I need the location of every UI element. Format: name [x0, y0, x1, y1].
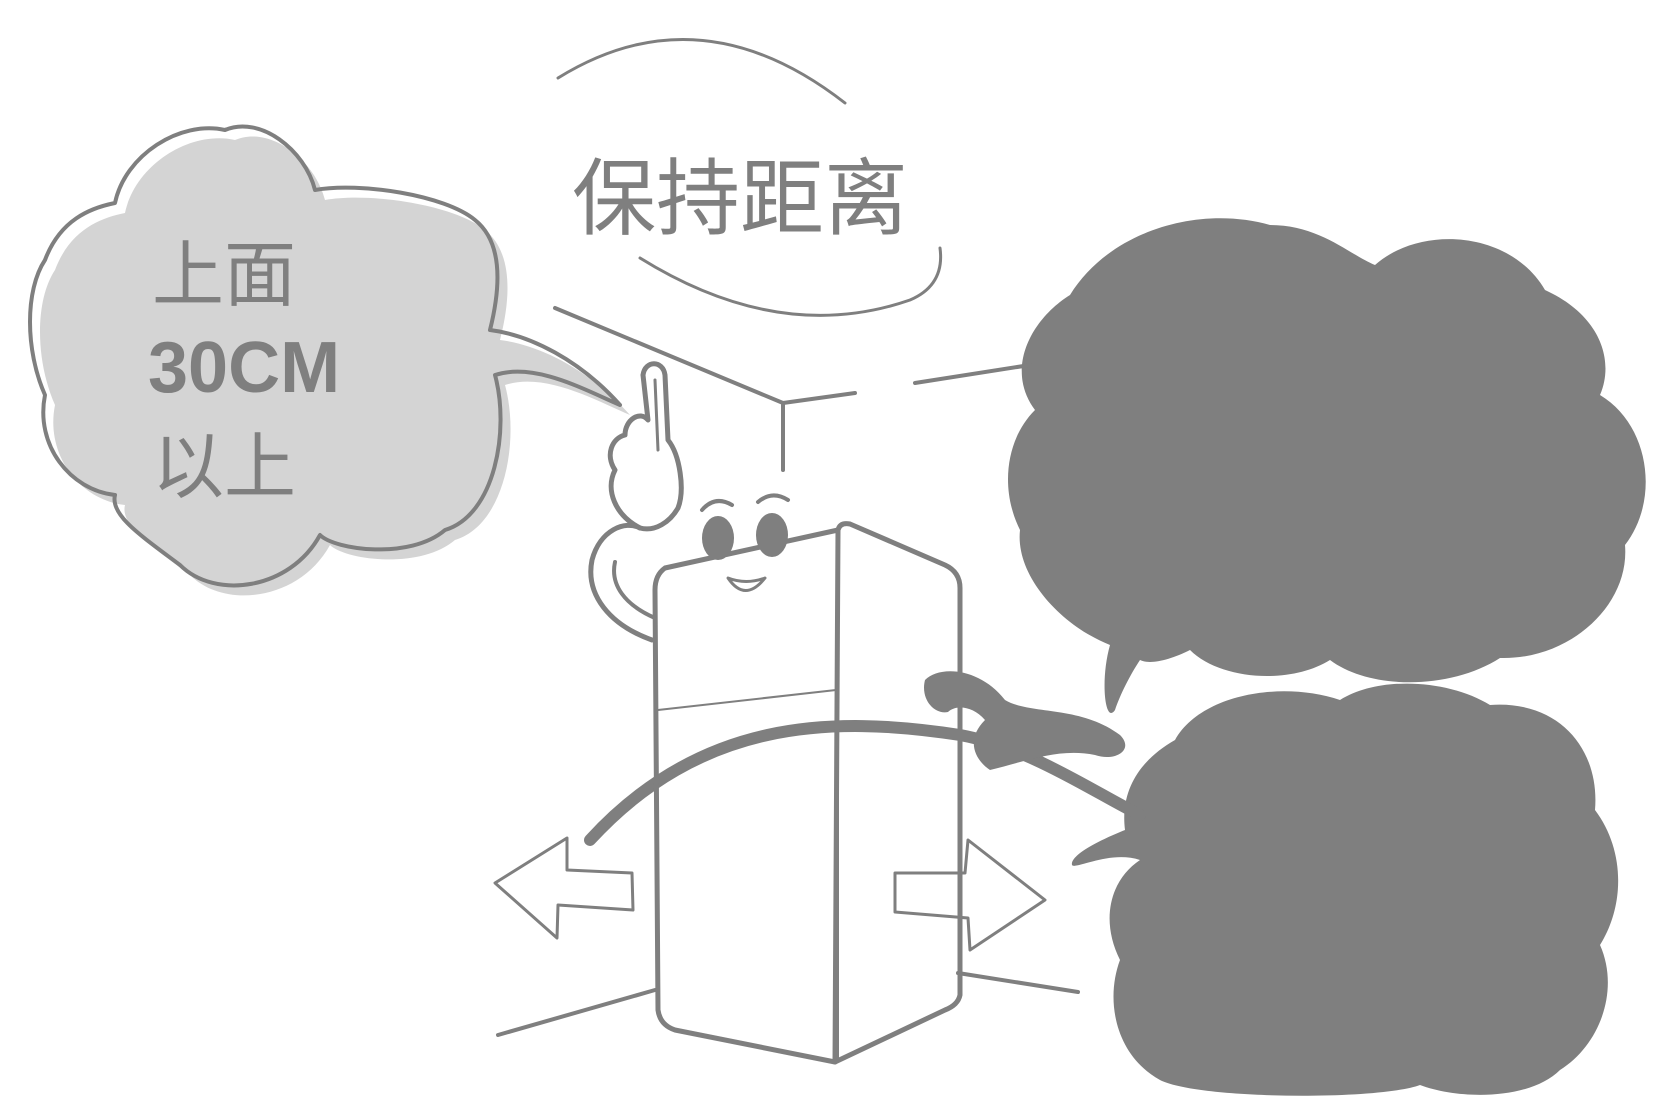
floor-line-right [956, 971, 1080, 994]
refrigerator-right-brow [756, 493, 790, 504]
side-clearance-bubble [1071, 683, 1619, 1096]
top-clearance-line1: 上面 [152, 233, 296, 317]
refrigerator-left-brow [700, 499, 734, 512]
refrigerator-arm-inner [612, 560, 657, 620]
swoosh-hook [924, 671, 1126, 770]
ceiling-line-left [553, 306, 785, 405]
pointing-hand [607, 361, 684, 532]
top-clearance-line2: 30CM [148, 328, 340, 408]
title-arc-top [556, 38, 847, 105]
refrigerator-side-face [832, 521, 963, 1065]
refrigerator-door-split [657, 689, 837, 711]
rear-clearance-bubble [1008, 218, 1646, 713]
refrigerator [588, 361, 963, 1065]
floor-line-left [496, 988, 657, 1037]
refrigerator-front-face [652, 527, 841, 1065]
top-clearance-bubble: 上面 30CM 以上 [28, 124, 630, 596]
top-clearance-line3: 以上 [152, 425, 296, 509]
pointing-hand-finger-line [653, 378, 660, 452]
title-arc-bottom [638, 246, 943, 317]
room-lines [496, 306, 1080, 1037]
top-clearance-bubble-outline [28, 124, 622, 588]
refrigerator-arm [588, 522, 655, 643]
ceiling-line-far-right [913, 363, 1032, 385]
refrigerator-right-eye [756, 513, 788, 557]
refrigerator-left-eye [702, 516, 734, 560]
swoosh-stroke [584, 720, 1146, 846]
top-clearance-bubble-shadow [40, 136, 630, 596]
ceiling-line-right [781, 391, 857, 405]
title-text: 保持距离 [572, 150, 908, 248]
title-group: 保持距离 [556, 38, 943, 317]
left-arrow [493, 836, 635, 940]
right-arrow [893, 838, 1047, 952]
refrigerator-mouth [726, 576, 767, 592]
